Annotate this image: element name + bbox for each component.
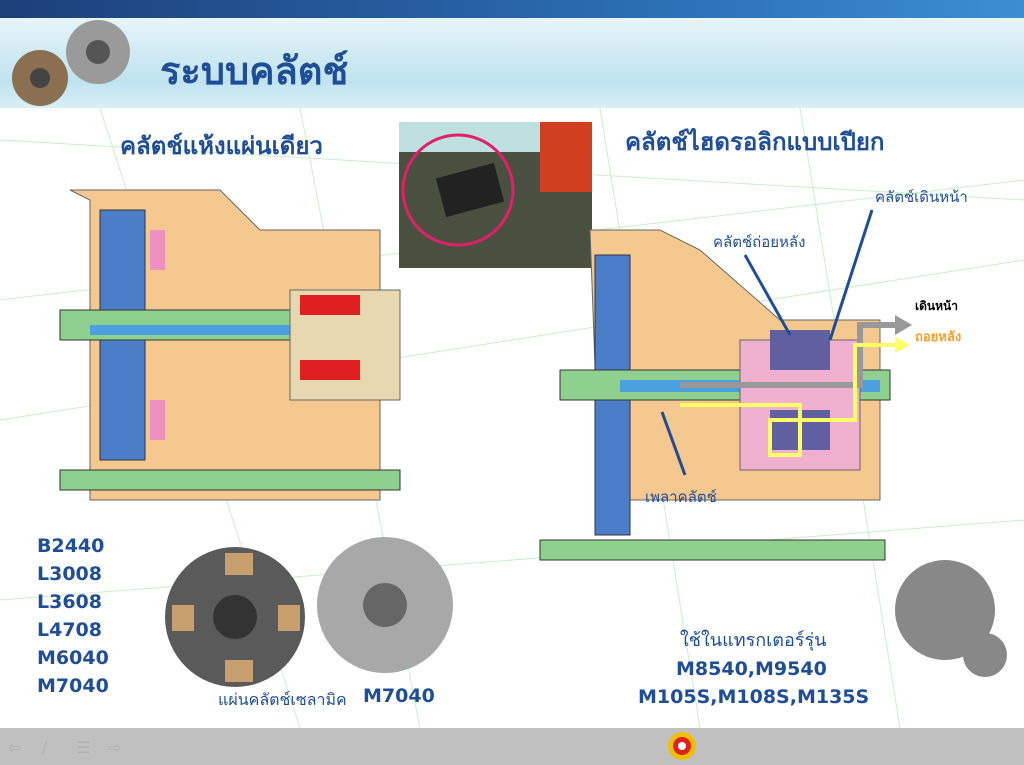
model-item: M6040 [37, 647, 109, 669]
model-item: B2440 [37, 535, 105, 557]
wet-clutch-models-line1: M8540,M9540 [676, 658, 827, 680]
reverse-arrow-label: ถอยหลัง [915, 330, 962, 345]
menu-icon[interactable]: ☰ [76, 738, 91, 757]
dry-clutch-heading: คลัตช์แห้งแผ่นเดียว [120, 131, 323, 160]
used-in-label: ใช้ในแทรกเตอร์รุ่น [680, 630, 827, 651]
model-item: L3008 [37, 563, 102, 585]
model-item: L4708 [37, 619, 102, 641]
wet-clutch-heading: คลัตช์ไฮดรอลิกแบบเปียก [625, 127, 885, 156]
slideshow-toolbar [0, 728, 1024, 765]
slide-header [0, 18, 1024, 108]
wet-clutch-models-line2: M105S,M108S,M135S [638, 686, 870, 708]
next-slide-icon[interactable]: ⇨ [108, 738, 122, 757]
forward-clutch-label: คลัตช์เดินหน้า [875, 188, 968, 206]
model-item: M7040 [37, 675, 109, 697]
reverse-clutch-label: คลัตช์ถ่อยหลัง [713, 233, 806, 251]
dry-clutch-model-list: B2440 L3008 L3608 L4708 M6040 M7040 [37, 532, 109, 700]
slide-title: ระบบคลัตช์ [160, 48, 349, 93]
previous-slide-icon[interactable]: ⇦ [8, 738, 22, 757]
cover-model-caption: M7040 [363, 685, 435, 707]
forward-arrow-label: เดินหน้า [915, 299, 958, 313]
pen-icon[interactable]: ∕ [42, 738, 48, 757]
model-item: L3608 [37, 591, 102, 613]
top-band [0, 0, 1024, 18]
ceramic-disc-caption: แผ่นคลัตช์เซลามิค [218, 690, 347, 709]
clutch-shaft-label: เพลาคลัตช์ [645, 488, 717, 506]
